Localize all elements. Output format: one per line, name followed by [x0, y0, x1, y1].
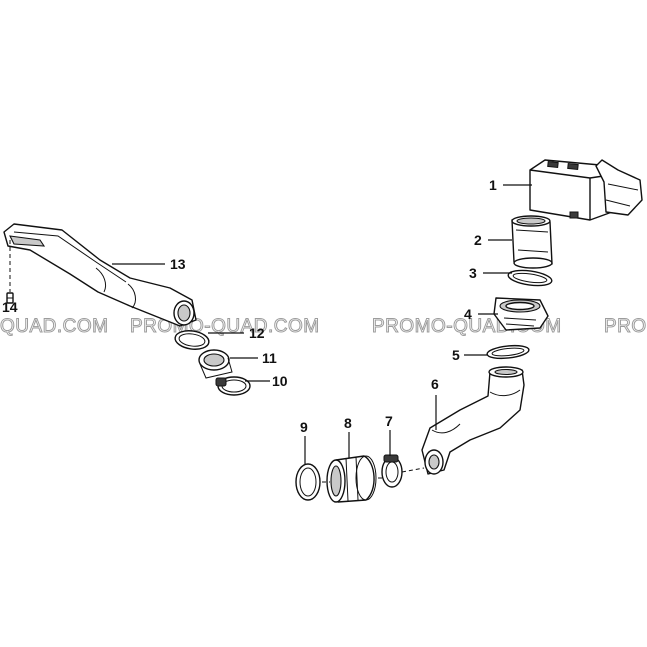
- callout-8: 8: [344, 415, 352, 431]
- callout-4: 4: [464, 306, 472, 322]
- callout-14: 14: [2, 299, 18, 315]
- part-10-hose-clamp: [215, 376, 251, 396]
- part-5-seal-ring: [486, 344, 530, 360]
- part-2-intake-duct: [511, 215, 553, 269]
- callout-6: 6: [431, 376, 439, 392]
- part-8-coupling-sleeve: [326, 455, 377, 503]
- part-3-gasket: [507, 269, 553, 287]
- watermark-left: QUAD.COM: [0, 316, 109, 337]
- callout-7: 7: [385, 413, 393, 429]
- part-11-connector-ring: [198, 349, 233, 379]
- part-6-elbow-hose: [421, 366, 525, 475]
- callout-11: 11: [262, 350, 277, 366]
- part-4-adapter-flange: [493, 297, 549, 331]
- part-12-o-ring: [174, 330, 210, 350]
- callout-9: 9: [300, 419, 308, 435]
- callout-1: 1: [489, 177, 497, 193]
- part-14-fastener: [6, 292, 14, 304]
- callout-12: 12: [249, 325, 265, 341]
- part-9-clamp-band: [295, 463, 321, 501]
- leader-lines: [112, 184, 532, 464]
- callout-2: 2: [474, 232, 482, 248]
- part-1-airbox: [529, 159, 643, 221]
- callout-labels: 1 2 3 4 5 6 7 8 9 10 11 12 13 14: [2, 177, 497, 435]
- part-13-snorkel-tube: [3, 223, 197, 327]
- callout-3: 3: [469, 265, 477, 281]
- watermark-center: PROMO-QUAD.COM: [130, 316, 320, 337]
- callout-10: 10: [272, 373, 288, 389]
- part-7-hose-clamp: [381, 454, 403, 488]
- watermark-edge: PRO: [604, 316, 647, 337]
- callout-13: 13: [170, 256, 186, 272]
- callout-5: 5: [452, 347, 460, 363]
